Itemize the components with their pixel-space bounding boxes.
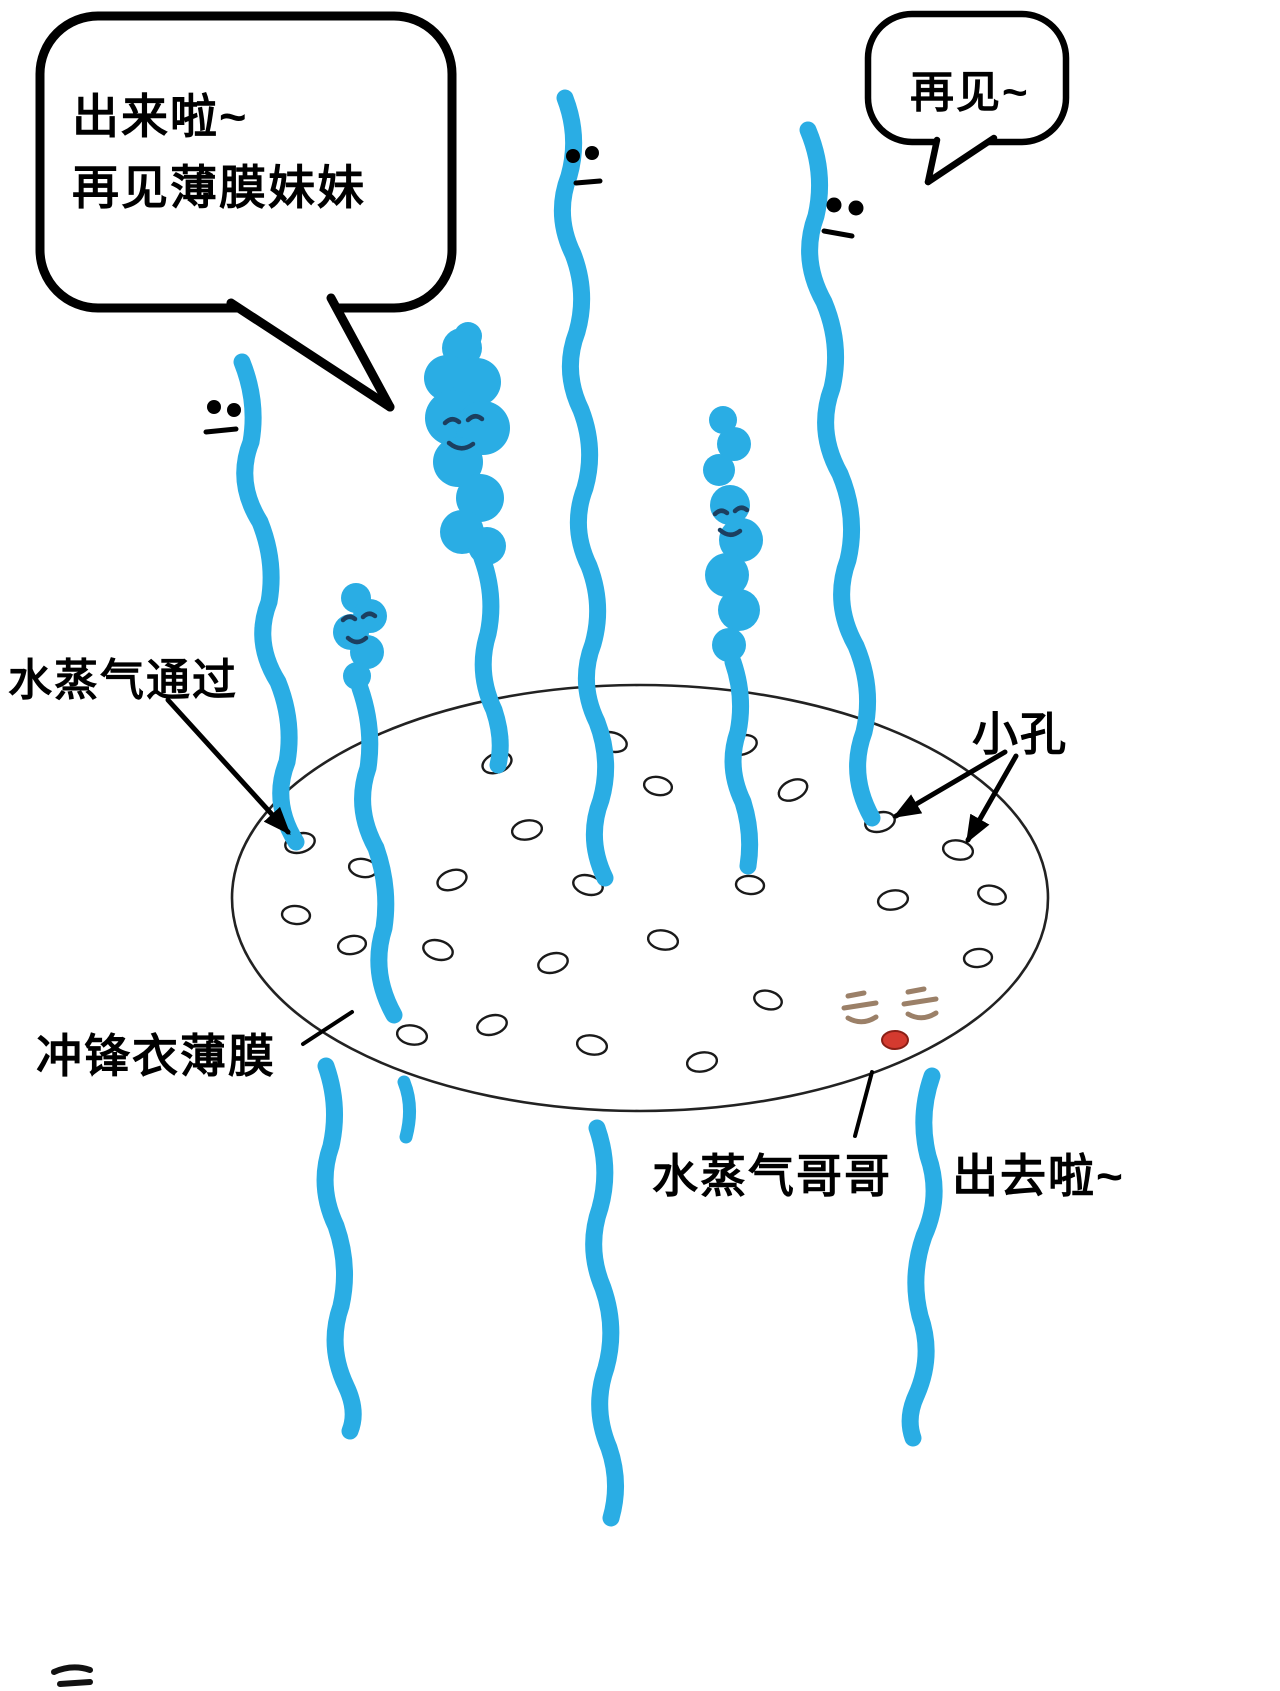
pore-hole	[962, 947, 994, 969]
vapor-trail	[553, 89, 615, 887]
vapor-trail	[316, 1057, 362, 1440]
dot-eyes	[203, 400, 241, 435]
trail-eye-pairs	[203, 146, 864, 435]
pore-arrow-right	[965, 753, 1019, 844]
dot-eyes	[566, 146, 603, 186]
pore-hole	[422, 938, 454, 962]
vapor-trail	[901, 1067, 943, 1447]
vapor-trail	[473, 549, 509, 774]
pore-hole	[476, 1013, 508, 1037]
pore-arrow-left	[892, 749, 1008, 819]
pore-hole	[753, 989, 783, 1011]
label-vapor-brother: 水蒸气哥哥	[652, 1150, 892, 1202]
membrane-ellipse	[230, 683, 1050, 1113]
dot-eyes	[821, 197, 864, 239]
vapor-trail	[397, 1075, 416, 1144]
annotation-lines	[165, 697, 1019, 1138]
membrane-label-line	[301, 1010, 354, 1046]
pore-hole	[336, 934, 368, 956]
smiley-face	[340, 611, 378, 645]
bubble-left-line2: 再见薄膜妹妹	[72, 160, 366, 214]
pore-hole	[734, 874, 766, 896]
pore-hole	[646, 929, 680, 951]
tongue	[881, 1030, 909, 1050]
label-going-out: 出去啦~	[952, 1150, 1125, 1202]
pore-hole	[572, 873, 604, 897]
cropped-mark	[51, 1664, 93, 1687]
label-membrane: 冲锋衣薄膜	[36, 1030, 276, 1082]
vapor-trail	[585, 1119, 625, 1527]
speech-bubble-right-shape	[864, 10, 1070, 186]
pore-hole	[941, 839, 975, 861]
pore-hole	[777, 778, 809, 802]
pore-hole	[575, 1034, 609, 1056]
vapor-trails	[233, 89, 943, 1527]
speech-bubble-right-text: 再见~	[910, 68, 1030, 117]
bubble-left-line1: 出来啦~	[72, 90, 249, 143]
pore-hole	[436, 868, 468, 892]
vapor-blobs	[333, 322, 763, 690]
vapor-blob-right	[703, 406, 763, 662]
pore-hole	[395, 1024, 429, 1046]
pore-hole	[510, 819, 544, 841]
pore-hole	[977, 884, 1007, 906]
vapor-blob-big	[424, 322, 510, 565]
vapor-brother-label-line	[853, 1070, 874, 1138]
label-pores: 小孔	[972, 708, 1068, 760]
vapor-pass-arrow	[165, 697, 291, 835]
pore-hole	[685, 1051, 719, 1073]
vapor-trail	[351, 679, 403, 1024]
pore-hole	[642, 775, 674, 797]
vapor-blob-small	[333, 583, 387, 690]
vapor-trail	[799, 121, 881, 827]
vapor-brother-face	[841, 986, 939, 1050]
smiley-face	[712, 505, 750, 537]
speech-bubble-left-shape	[35, 11, 457, 412]
blob-faces	[340, 414, 750, 645]
pore-hole	[537, 951, 569, 975]
vapor-trail	[724, 653, 759, 875]
label-vapor-pass: 水蒸气通过	[8, 656, 238, 705]
pore-hole	[280, 904, 312, 926]
smiley-face	[442, 414, 485, 451]
speech-bubble-left-text: 出来啦~ 再见薄膜妹妹	[72, 82, 366, 223]
pore-hole	[876, 889, 910, 911]
vapor-trail	[233, 353, 305, 851]
